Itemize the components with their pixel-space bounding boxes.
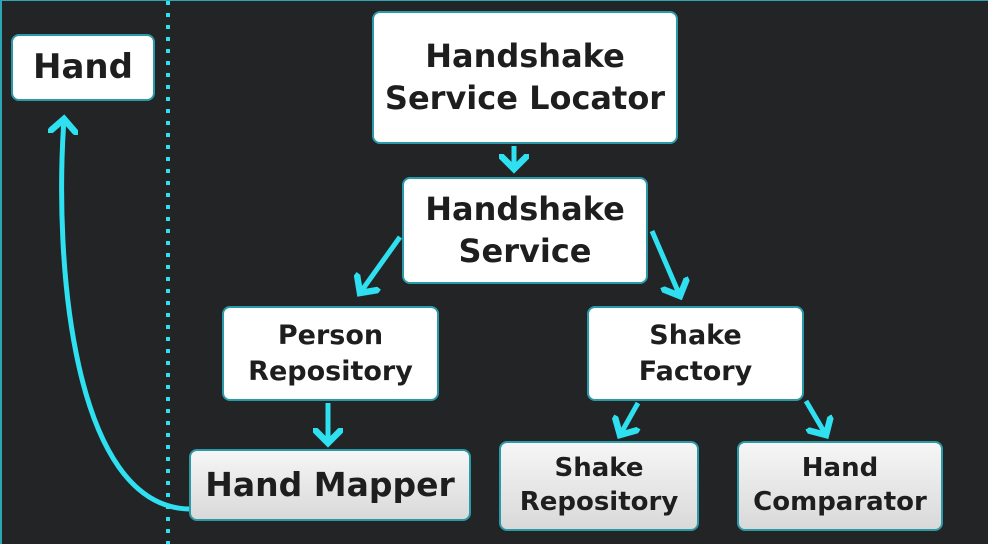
arrow-mapper-to-hand <box>62 119 190 512</box>
arrow-service-to-shake-factory <box>649 230 680 296</box>
node-label: Hand <box>801 453 879 484</box>
node-hand-mapper: Hand Mapper <box>189 449 471 521</box>
node-label: Shake <box>649 320 742 352</box>
node-label: Repository <box>519 487 679 517</box>
node-label: Shake <box>554 453 644 484</box>
node-label: Handshake <box>425 36 625 75</box>
node-label: Factory <box>638 355 753 387</box>
node-label: Hand <box>33 47 133 88</box>
node-label: Service Locator <box>384 78 666 117</box>
node-label: Handshake <box>425 189 625 228</box>
node-hand: Hand <box>11 34 155 101</box>
arrow-factory-to-shake-repo <box>620 401 638 435</box>
node-label: Hand Mapper <box>205 464 455 504</box>
node-label: Comparator <box>753 487 927 517</box>
node-label: Service <box>458 231 592 270</box>
arrow-service-to-person-repo <box>360 235 403 293</box>
node-label: Repository <box>248 355 413 387</box>
node-label: Person <box>277 320 384 352</box>
arrow-factory-to-comparator <box>803 399 826 435</box>
